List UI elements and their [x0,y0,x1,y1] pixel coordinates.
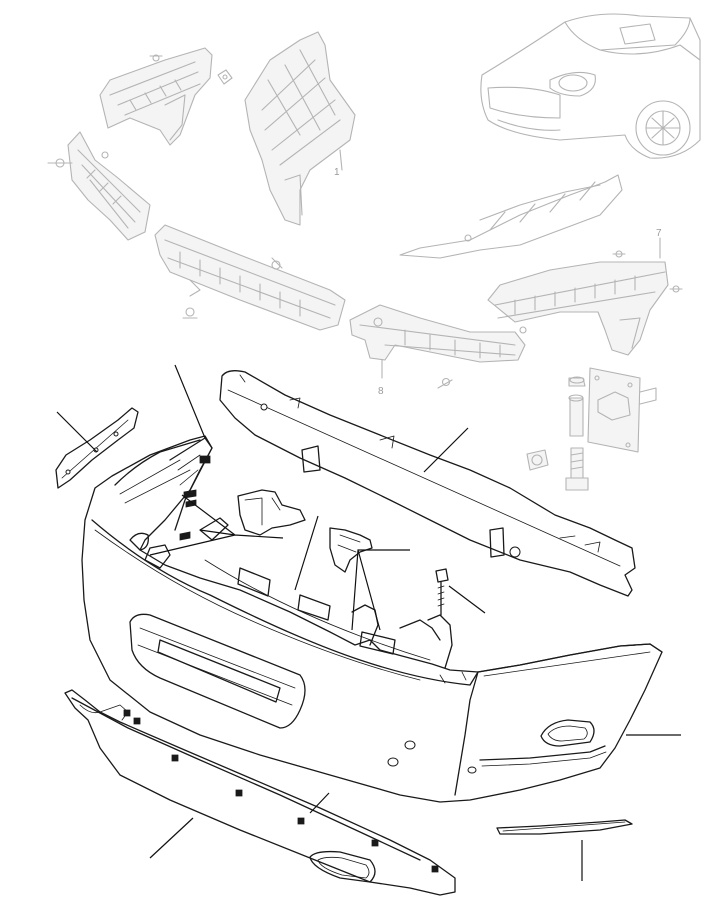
right-bumper-bracket: 7 [487,228,683,356]
leader-clip-group [149,494,284,556]
leader-lines [56,364,681,881]
center-bumper-bracket: 8 [349,304,526,397]
leader-diffuser [149,817,194,859]
callout-number-right-bracket: 7 [656,228,662,239]
tow-eye-mount-assembly [526,367,657,491]
leader-bolt [448,585,486,614]
left-side-trim-strip [55,407,139,489]
rear-bumper-cover [81,435,663,803]
leader-upper-cover [423,427,469,473]
bumper-fixing-bolt [435,568,449,616]
callout-number-upper-strut: 1 [334,167,340,178]
upper-left-bracket [99,47,233,146]
leader-center-insert [294,515,319,591]
leader-right-insert [351,549,410,631]
center-reinforcement-beam [154,224,346,331]
leader-left-bracket [174,364,206,439]
left-impact-bracket [47,131,151,241]
upper-strut-part: 1 [244,31,356,226]
reference-car-illustration [480,13,701,159]
upper-bumper-cover-panel [219,370,636,597]
right-lower-trim-strip [496,819,633,835]
callout-number-center-bracket: 8 [378,386,384,397]
leader-left-trim [56,411,98,453]
leader-clip [309,792,330,814]
lower-diffuser-valance [64,689,456,896]
rear-inner-panel [399,174,623,259]
